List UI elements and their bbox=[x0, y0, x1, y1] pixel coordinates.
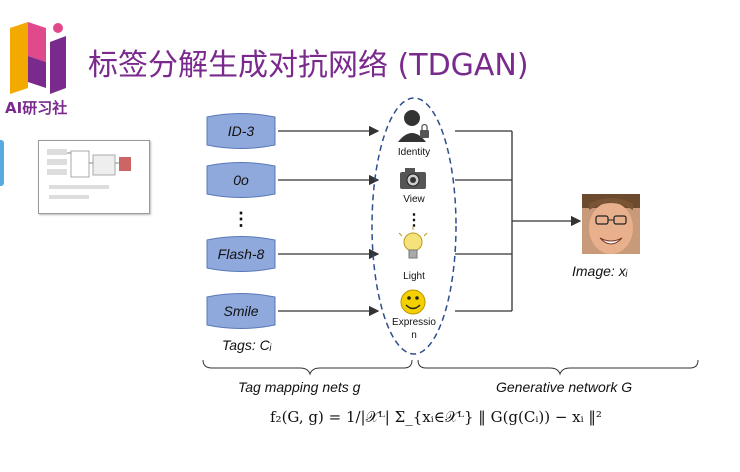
tag-label-1: 0o bbox=[233, 172, 249, 188]
attribute-label-light: Light bbox=[403, 271, 425, 282]
tag-shape-0 bbox=[206, 113, 276, 149]
tag-mapping-brace bbox=[202, 359, 413, 376]
image-caption: Image: xᵢ bbox=[572, 263, 628, 279]
tag-label-0: ID-3 bbox=[228, 123, 255, 139]
tag-ellipsis: ⋮ bbox=[232, 209, 250, 229]
attribute-ellipsis: ⋮ bbox=[406, 212, 422, 229]
attribute-label-view: View bbox=[403, 194, 425, 205]
ai-yanxishe-logo bbox=[10, 22, 66, 94]
side-tab[interactable] bbox=[0, 140, 4, 186]
tag-mapping-caption: Tag mapping nets g bbox=[238, 379, 361, 395]
attribute-label-identity: Identity bbox=[398, 147, 430, 158]
lightbulb-icon bbox=[398, 226, 428, 259]
formula-text: f₂(G, g) = 1/|𝒳ᴸ| Σ_{xᵢ∈𝒳ᴸ} ‖ G(g(Cᵢ)) −… bbox=[270, 408, 602, 426]
attribute-label-expression-end: n bbox=[411, 330, 417, 341]
tag-shape-1 bbox=[206, 162, 276, 198]
slide-thumbnail[interactable] bbox=[38, 140, 150, 214]
tag-shape-3 bbox=[206, 293, 276, 329]
smiley-icon bbox=[400, 289, 426, 315]
camera-icon bbox=[400, 168, 426, 189]
tag-shape-2 bbox=[206, 236, 276, 272]
tags-caption: Tags: Cᵢ bbox=[222, 337, 272, 353]
generative-brace bbox=[417, 359, 699, 376]
face-image bbox=[582, 194, 640, 254]
attribute-ellipse bbox=[371, 97, 457, 355]
tag-label-3: Smile bbox=[223, 303, 258, 319]
page-title: 标签分解生成对抗网络 (TDGAN) bbox=[88, 48, 529, 83]
generative-caption: Generative network G bbox=[496, 379, 632, 395]
identity-icon bbox=[398, 110, 429, 142]
attribute-label-expression: Expressio bbox=[392, 317, 436, 328]
tag-label-2: Flash-8 bbox=[218, 246, 265, 262]
logo-text: AI研习社 bbox=[5, 99, 68, 117]
loss-formula: f₂(G, g) = 1/|𝒳ᴸ| Σ_{xᵢ∈𝒳ᴸ} ‖ G(g(Cᵢ)) −… bbox=[270, 408, 602, 426]
